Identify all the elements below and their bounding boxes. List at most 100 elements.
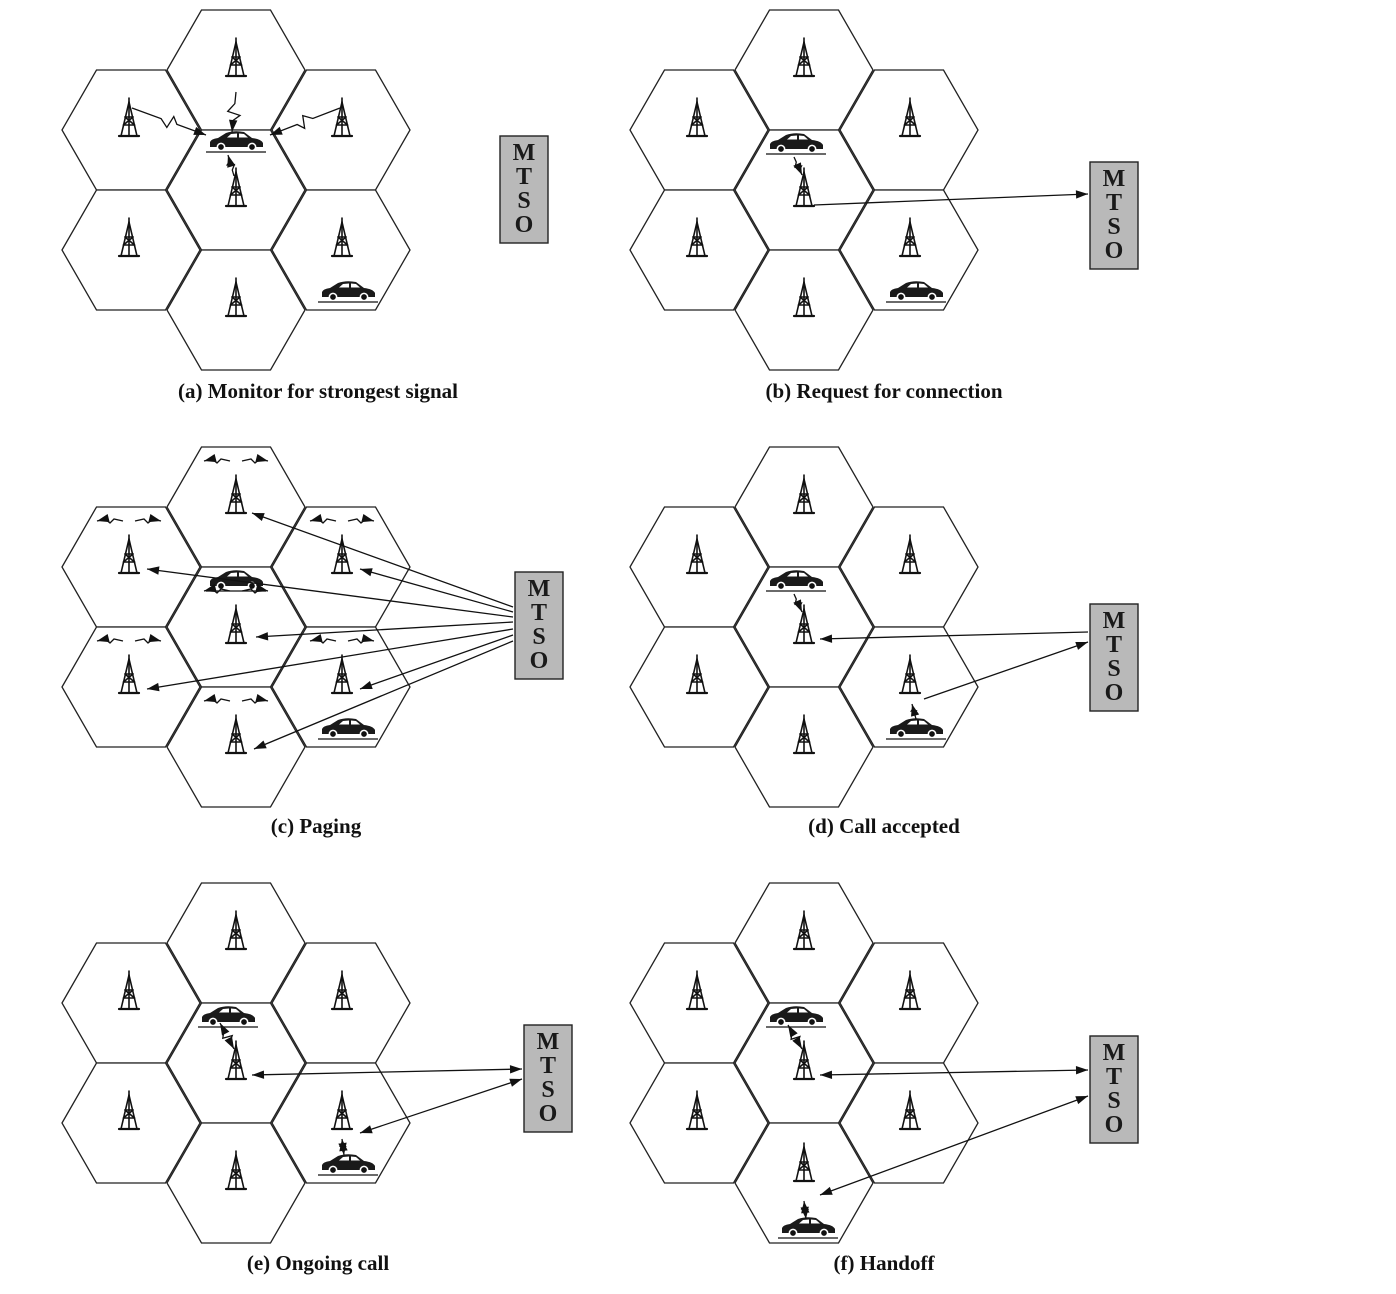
hexagonal-cell <box>839 1062 979 1184</box>
link-arrow <box>359 634 514 690</box>
cell-tower-icon <box>898 217 922 258</box>
panel-caption: (b) Request for connection <box>765 379 1002 403</box>
cell-tower-icon <box>117 97 141 138</box>
arrowhead <box>788 1025 798 1038</box>
cell-tower-icon <box>224 277 248 318</box>
hexagonal-cell <box>629 1062 769 1184</box>
arrowhead <box>361 514 374 523</box>
arrowhead <box>204 584 217 593</box>
hexagonal-cell <box>629 626 769 748</box>
link-arrow <box>359 568 514 613</box>
hexagonal-cell-cluster <box>629 882 979 1244</box>
arrowhead <box>310 514 323 523</box>
arrowhead <box>820 1186 833 1195</box>
cell-tower-icon <box>224 167 248 208</box>
car-icon <box>886 281 946 303</box>
arrowhead <box>360 568 373 577</box>
cell-tower-icon <box>685 534 709 575</box>
arrowhead <box>338 1142 347 1155</box>
arrowhead <box>147 682 160 692</box>
arrowhead <box>255 584 268 593</box>
mtso-label-letter: M <box>1103 166 1126 192</box>
arrowhead <box>224 1036 234 1049</box>
panel-caption: (c) Paging <box>271 814 362 838</box>
mtso-label-letter: O <box>530 648 549 674</box>
cell-tower-icon <box>792 1142 816 1183</box>
arrowhead <box>252 513 265 522</box>
car-icon <box>886 718 946 740</box>
car-icon <box>318 718 378 740</box>
cell-tower-icon <box>117 654 141 695</box>
cell-tower-icon <box>792 714 816 755</box>
arrowhead <box>800 1206 809 1219</box>
cell-tower-icon <box>117 217 141 258</box>
cell-tower-icon <box>898 97 922 138</box>
cell-tower-icon <box>330 970 354 1011</box>
mtso-label-letter: T <box>531 600 547 626</box>
radio-signal-arrow <box>338 1138 348 1156</box>
arrowhead <box>820 634 833 643</box>
mtso-label-letter: S <box>541 1077 554 1103</box>
hexagonal-cell-cluster <box>61 9 411 371</box>
link-arrow <box>146 628 514 692</box>
arrowhead <box>193 126 206 135</box>
arrowhead <box>820 1070 833 1079</box>
hexagonal-cell <box>61 1062 201 1184</box>
arrowhead <box>97 514 110 523</box>
arrowhead <box>1075 1066 1088 1075</box>
hexagonal-cell <box>61 189 201 311</box>
car-icon <box>206 131 266 153</box>
cell-tower-icon <box>792 604 816 645</box>
two-way-link-arrow <box>251 1065 523 1079</box>
car-icon <box>766 1006 826 1028</box>
arrowhead <box>148 634 161 643</box>
mtso-label-letter: M <box>1103 608 1126 634</box>
radio-signal-arrow <box>793 593 803 613</box>
panel-caption: (e) Ongoing call <box>247 1251 389 1275</box>
cell-tower-icon <box>330 1090 354 1131</box>
panel-caption: (f) Handoff <box>834 1251 936 1275</box>
cell-tower-icon <box>685 1090 709 1131</box>
arrowhead <box>254 740 267 749</box>
paging-broadcast-icon <box>309 634 375 644</box>
radio-signal-arrow <box>793 156 803 176</box>
paging-broadcast-icon <box>203 584 269 594</box>
cell-tower-icon <box>330 217 354 258</box>
cell-tower-icon <box>224 604 248 645</box>
paging-broadcast-icon <box>203 694 269 704</box>
arrowhead <box>97 634 110 643</box>
cell-tower-icon <box>224 1150 248 1191</box>
car-icon <box>766 570 826 592</box>
car-icon <box>198 1006 258 1028</box>
mtso-label-letter: O <box>1105 1112 1124 1138</box>
link-arrow <box>923 641 1089 700</box>
radio-signal-arrow <box>219 1022 235 1050</box>
arrowhead <box>252 1070 265 1079</box>
cell-tower-icon <box>330 97 354 138</box>
cell-tower-icon <box>685 217 709 258</box>
paging-broadcast-icon <box>203 454 269 464</box>
radio-signal-arrow <box>225 154 236 177</box>
cell-tower-icon <box>685 970 709 1011</box>
car-icon <box>766 133 826 155</box>
arrowhead <box>509 1065 522 1074</box>
arrowhead <box>147 566 160 575</box>
arrowhead <box>255 454 268 463</box>
hexagonal-cell <box>734 1122 874 1244</box>
cell-tower-icon <box>898 654 922 695</box>
arrowhead <box>360 681 373 689</box>
hexagonal-cell <box>629 189 769 311</box>
paging-broadcast-icon <box>96 514 162 524</box>
radio-signal-arrow <box>787 1024 803 1050</box>
radio-signal-arrow <box>800 1200 810 1220</box>
car-icon <box>318 281 378 303</box>
